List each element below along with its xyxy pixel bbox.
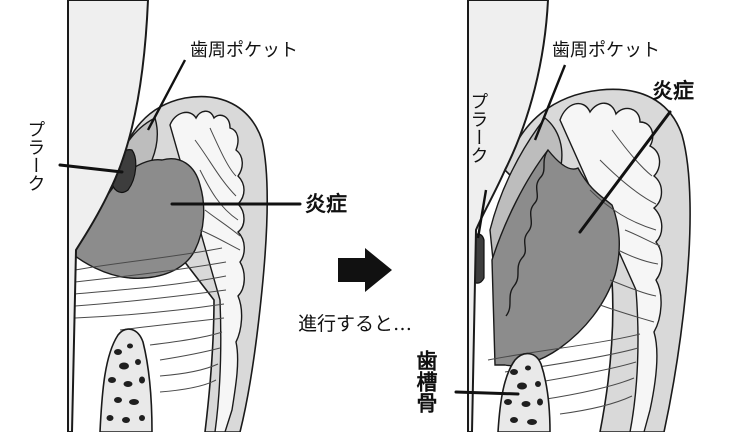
right-tooth — [467, 0, 550, 432]
left-inflammation-label: 炎症 — [305, 192, 347, 216]
right-plaque-leader — [476, 189, 488, 239]
right-bone-label: 歯槽骨 — [414, 349, 438, 413]
right-panel: 歯周ポケット プラーク 炎症 歯槽骨 — [414, 0, 694, 432]
right-bone-leader — [454, 390, 520, 396]
left-plaque-label: プラーク — [25, 120, 46, 192]
left-tooth — [67, 0, 150, 432]
right-pocket-leader — [533, 64, 567, 141]
right-pocket-label: 歯周ポケット — [552, 40, 660, 61]
transition: 進行すると… — [298, 248, 412, 335]
right-bone-pores — [504, 365, 543, 425]
left-bone-pores — [106, 343, 145, 423]
left-connective-tissue — [169, 110, 245, 432]
right-inflammation-leader — [578, 110, 672, 234]
right-connective-tissue — [559, 102, 663, 432]
right-arrow-icon — [338, 248, 392, 292]
left-pocket-leader — [146, 59, 187, 131]
right-inflammation-edge — [505, 149, 549, 317]
transition-caption: 進行すると… — [298, 313, 412, 335]
left-plaque-leader — [58, 163, 124, 174]
left-panel: 歯周ポケット プラーク 炎症 — [25, 0, 347, 432]
left-alveolar-bone — [99, 328, 153, 432]
right-plaque-label: プラーク — [468, 92, 489, 164]
right-inflammation-label: 炎症 — [652, 79, 694, 103]
right-periodontal-fibers — [487, 129, 661, 415]
left-pocket-label: 歯周ポケット — [190, 40, 298, 61]
